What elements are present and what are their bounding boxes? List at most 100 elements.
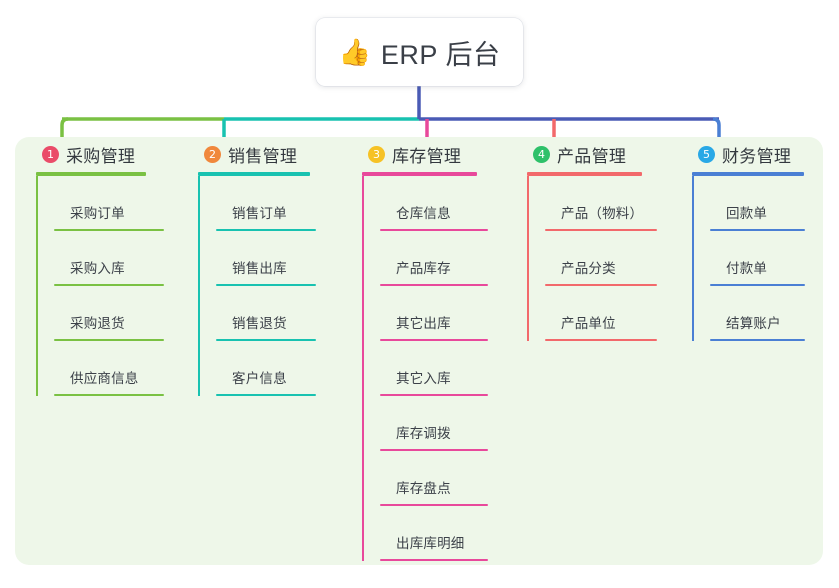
branch-column-4: 4 产品管理产品（物料） 产品分类产品单位 (527, 142, 657, 341)
branch-item-rule (380, 284, 488, 286)
branch-item-list: 采购订单采购入库采购退货供应商信息 (36, 176, 164, 396)
branch-item[interactable]: 回款单 (710, 176, 805, 231)
branch-item-label: 销售退货 (232, 316, 287, 331)
branch-item-label: 销售出库 (232, 261, 287, 276)
branch-item[interactable]: 库存调拨 (380, 396, 488, 451)
branch-item-label: 结算账户 (726, 316, 781, 331)
branch-item[interactable]: 库存盘点 (380, 451, 488, 506)
branch-item[interactable]: 产品分类 (545, 231, 657, 286)
branch-item-label: 供应商信息 (70, 371, 139, 386)
branch-item[interactable]: 采购订单 (54, 176, 164, 231)
branch-header-2[interactable]: 2 销售管理 (198, 142, 316, 166)
branch-item-rule (545, 339, 657, 341)
branch-item-label: 采购入库 (70, 261, 125, 276)
branch-spine (36, 176, 38, 396)
branch-item-rule (54, 394, 164, 396)
branch-item[interactable]: 采购入库 (54, 231, 164, 286)
branch-spine (692, 176, 694, 341)
branch-item[interactable]: 销售订单 (216, 176, 316, 231)
branch-item-rule (710, 284, 805, 286)
branch-header-3[interactable]: 3 库存管理 (362, 142, 488, 166)
branch-item-list: 产品（物料） 产品分类产品单位 (527, 176, 657, 341)
branch-item[interactable]: 采购退货 (54, 286, 164, 341)
branch-item-rule (216, 394, 316, 396)
branch-item[interactable]: 产品库存 (380, 231, 488, 286)
branch-item[interactable]: 客户信息 (216, 341, 316, 396)
branch-item-label: 产品（物料） (561, 206, 644, 221)
branch-spine (527, 176, 529, 341)
branch-item-rule (545, 284, 657, 286)
branch-item-label: 仓库信息 (396, 206, 451, 221)
branch-item[interactable]: 产品单位 (545, 286, 657, 341)
branch-item-rule (380, 229, 488, 231)
branch-item-label: 回款单 (726, 206, 768, 221)
branch-item-label: 其它入库 (396, 371, 451, 386)
branch-item-label: 出库库明细 (396, 536, 465, 551)
branch-item-label: 客户信息 (232, 371, 287, 386)
branch-item-label: 其它出库 (396, 316, 451, 331)
branch-column-2: 2 销售管理销售订单销售出库销售退货客户信息 (198, 142, 316, 396)
branch-item-label: 库存调拨 (396, 426, 451, 441)
branch-item[interactable]: 付款单 (710, 231, 805, 286)
branch-item-rule (545, 229, 657, 231)
branch-title: 财务管理 (722, 146, 792, 166)
branch-item[interactable]: 产品（物料） (545, 176, 657, 231)
branch-header-rule (692, 172, 804, 176)
branch-item[interactable]: 供应商信息 (54, 341, 164, 396)
branch-item-label: 产品库存 (396, 261, 451, 276)
branch-item-rule (216, 284, 316, 286)
branch-title: 产品管理 (557, 146, 627, 166)
branch-column-5: 5 财务管理回款单付款单结算账户 (692, 142, 805, 341)
branch-title: 销售管理 (228, 146, 298, 166)
branch-column-3: 3 库存管理仓库信息产品库存其它出库其它入库库存调拨库存盘点出库库明细 (362, 142, 488, 561)
branch-item-rule (380, 394, 488, 396)
branch-item-label: 采购退货 (70, 316, 125, 331)
branch-item-rule (710, 229, 805, 231)
branch-item-rule (54, 284, 164, 286)
branch-spine (198, 176, 200, 396)
branch-item-rule (216, 339, 316, 341)
branch-item[interactable]: 其它入库 (380, 341, 488, 396)
branch-item[interactable]: 出库库明细 (380, 506, 488, 561)
branch-number-badge: 2 (204, 145, 221, 163)
branch-item-label: 产品分类 (561, 261, 616, 276)
branch-item[interactable]: 其它出库 (380, 286, 488, 341)
branch-item[interactable]: 结算账户 (710, 286, 805, 341)
branch-item[interactable]: 销售出库 (216, 231, 316, 286)
branch-header-rule (527, 172, 642, 176)
branch-item-rule (380, 339, 488, 341)
branch-title: 库存管理 (392, 146, 462, 166)
root-title: ERP 后台 (380, 39, 501, 70)
branch-item-rule (380, 504, 488, 506)
branch-item-list: 销售订单销售出库销售退货客户信息 (198, 176, 316, 396)
branch-item-label: 销售订单 (232, 206, 287, 221)
branch-header-rule (36, 172, 146, 176)
branch-number-badge: 5 (698, 145, 715, 163)
branch-number-badge: 4 (533, 145, 550, 163)
thumbs-up-icon: 👍 (338, 37, 371, 67)
branch-item-label: 采购订单 (70, 206, 125, 221)
branch-number-badge: 1 (42, 145, 59, 163)
branch-number-badge: 3 (368, 145, 385, 163)
branch-item-rule (380, 449, 488, 451)
branch-header-rule (198, 172, 310, 176)
branch-item-rule (380, 559, 488, 561)
branch-header-4[interactable]: 4 产品管理 (527, 142, 657, 166)
branch-item-rule (216, 229, 316, 231)
branch-item[interactable]: 销售退货 (216, 286, 316, 341)
branch-item[interactable]: 仓库信息 (380, 176, 488, 231)
branch-item-rule (54, 229, 164, 231)
branch-spine (362, 176, 364, 561)
diagram-panel (15, 137, 823, 565)
branch-column-1: 1 采购管理采购订单采购入库采购退货供应商信息 (36, 142, 164, 396)
branch-header-1[interactable]: 1 采购管理 (36, 142, 164, 166)
branch-item-list: 回款单付款单结算账户 (692, 176, 805, 341)
branch-item-label: 产品单位 (561, 316, 616, 331)
branch-title: 采购管理 (66, 146, 136, 166)
branch-item-rule (710, 339, 805, 341)
branch-item-rule (54, 339, 164, 341)
branch-item-list: 仓库信息产品库存其它出库其它入库库存调拨库存盘点出库库明细 (362, 176, 488, 561)
root-node[interactable]: 👍 ERP 后台 (316, 18, 523, 86)
branch-item-label: 库存盘点 (396, 481, 451, 496)
branch-header-5[interactable]: 5 财务管理 (692, 142, 805, 166)
